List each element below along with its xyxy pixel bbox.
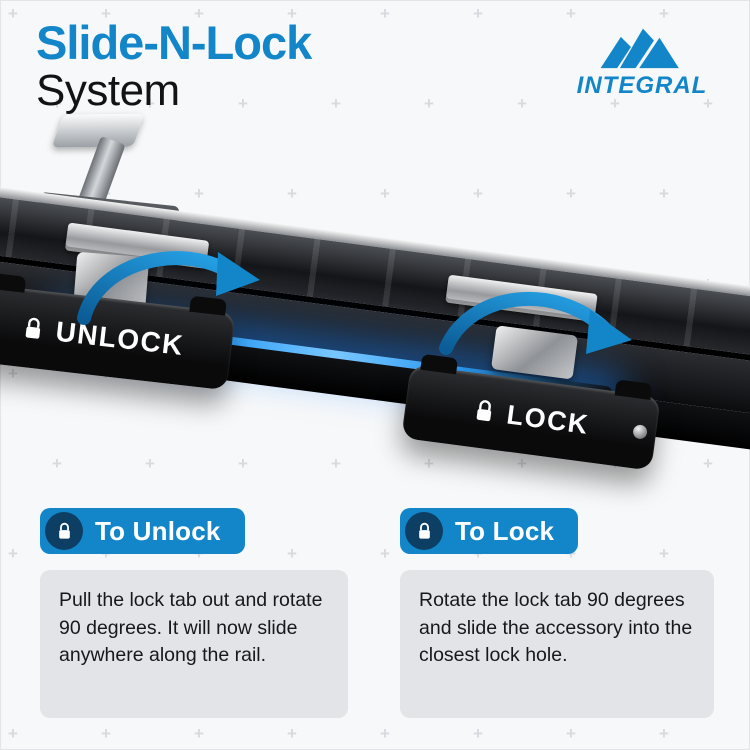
plus-mark: + [8, 4, 18, 23]
plus-mark: + [424, 94, 434, 113]
plus-mark: + [566, 4, 576, 23]
unlock-icon [45, 512, 83, 550]
plus-mark: + [659, 544, 669, 563]
title-line-2: System [36, 66, 180, 116]
rotate-arrow-right-icon [439, 292, 632, 355]
page-title: Slide-N-Lock System [36, 16, 312, 116]
plus-mark: + [238, 454, 248, 473]
plus-mark: + [703, 94, 713, 113]
rotate-arrow-left-icon [77, 251, 260, 325]
plus-mark: + [566, 724, 576, 743]
lock-instruction-card: Rotate the lock tab 90 degrees and slide… [400, 570, 714, 718]
plus-mark: + [101, 724, 111, 743]
plus-mark: + [473, 184, 483, 203]
plus-mark: + [52, 454, 62, 473]
to-lock-heading-label: To Lock [455, 515, 555, 546]
lock-tab: LOCK [401, 364, 661, 471]
plus-mark: + [287, 544, 297, 563]
unlock-tab: UNLOCK [0, 283, 236, 391]
plus-mark: + [380, 724, 390, 743]
plus-mark: + [145, 454, 155, 473]
plus-mark: + [473, 4, 483, 23]
plus-mark: + [287, 4, 297, 23]
plus-mark: + [380, 4, 390, 23]
plus-mark: + [659, 184, 669, 203]
plus-mark: + [145, 94, 155, 113]
plus-mark: + [52, 94, 62, 113]
plus-mark: + [287, 184, 297, 203]
padlock-icon [58, 522, 70, 539]
unlock-instruction-card: Pull the lock tab out and rotate 90 degr… [40, 570, 348, 718]
plus-mark: + [194, 724, 204, 743]
brand-name: INTEGRAL [576, 72, 708, 99]
plus-mark: + [380, 544, 390, 563]
screw-pin [632, 424, 648, 440]
integral-mountains-icon [600, 28, 679, 69]
product-photo: UNLOCK LOCK [0, 113, 750, 513]
plus-mark: + [8, 364, 18, 383]
plus-mark: + [8, 724, 18, 743]
title-line-1: Slide-N-Lock [36, 16, 312, 69]
plus-mark: + [659, 4, 669, 23]
plus-mark: + [659, 724, 669, 743]
plus-mark: + [331, 454, 341, 473]
plus-mark: + [610, 94, 620, 113]
lock-instruction-text: Rotate the lock tab 90 degrees and slide… [419, 589, 693, 667]
plus-mark: + [194, 4, 204, 23]
plus-mark: + [194, 184, 204, 203]
plus-mark: + [517, 454, 527, 473]
lock-icon [405, 512, 443, 550]
plus-mark: + [380, 184, 390, 203]
plus-mark: + [101, 4, 111, 23]
plus-mark: + [703, 454, 713, 473]
to-unlock-heading-label: To Unlock [95, 515, 221, 546]
padlock-icon [418, 522, 430, 539]
plus-mark: + [517, 94, 527, 113]
plus-mark: + [8, 544, 18, 563]
plus-mark: + [473, 724, 483, 743]
plus-mark: + [238, 94, 248, 113]
unlock-instruction-text: Pull the lock tab out and rotate 90 degr… [59, 589, 323, 667]
bed-rail: UNLOCK LOCK [0, 180, 750, 565]
padlock-icon [25, 317, 40, 339]
plus-mark: + [331, 94, 341, 113]
padlock-icon [476, 400, 491, 422]
lock-tab-label: LOCK [505, 398, 591, 440]
plus-mark: + [424, 454, 434, 473]
to-lock-heading: To Lock [400, 508, 579, 554]
plus-mark: + [287, 724, 297, 743]
brand-logo: INTEGRAL [562, 24, 722, 100]
plus-mark: + [566, 184, 576, 203]
to-unlock-heading: To Unlock [40, 508, 245, 554]
